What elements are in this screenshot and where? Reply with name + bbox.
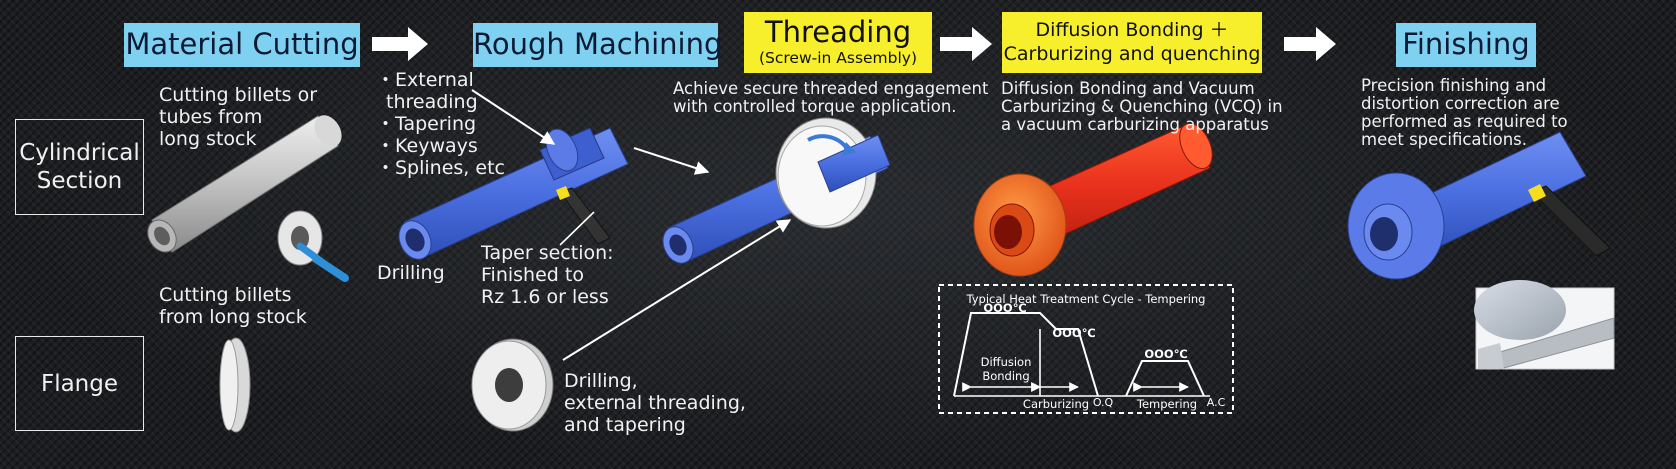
finished-part-image [1347, 131, 1611, 280]
note-drilling: Drilling [377, 262, 445, 284]
note-line: Drilling, [564, 370, 638, 392]
header-threading: Threading (Screw-in Assembly) [744, 12, 932, 73]
note-line: Carburizing & Quenching (VCQ) in [1001, 97, 1283, 116]
row-label-cylindrical-line2: Section [36, 168, 123, 194]
note-line: and tapering [564, 414, 686, 436]
flange-billet-image [219, 337, 251, 433]
note-finishing-description: Precision finishing and distortion corre… [1361, 77, 1568, 149]
carburizing-label: Carburizing [1023, 397, 1089, 411]
header-finishing: Finishing [1396, 23, 1536, 67]
note-line: distortion correction are [1361, 94, 1560, 113]
steel-tube-image [147, 115, 342, 253]
note-line: a vacuum carburizing apparatus [1001, 115, 1269, 134]
header-diffusion-line1: Diffusion Bonding ＋ [1035, 19, 1229, 41]
tempering-label: Tempering [1136, 397, 1197, 411]
flow-arrow-1 [372, 27, 428, 61]
header-material-cutting: Material Cutting [124, 23, 360, 67]
note-line: tubes from [159, 106, 263, 128]
row-label-cylindrical-section: Cylindrical Section [15, 119, 144, 215]
temp-label-1: OOO℃ [983, 301, 1026, 315]
header-threading-subtitle: (Screw-in Assembly) [758, 49, 918, 67]
heat-cycle-chart: Typical Heat Treatment Cycle - Tempering… [938, 284, 1234, 414]
temp-label-2: OOO℃ [1052, 326, 1095, 340]
note-line: Finished to [481, 264, 584, 286]
arrow-flange-to-threading [562, 219, 792, 361]
leader-line-external-threading [471, 89, 556, 145]
threading-assembly-image [662, 117, 891, 264]
oq-label: O.Q [1093, 396, 1114, 409]
temp-label-3: OOO℃ [1144, 347, 1187, 361]
ac-label: A.C [1207, 396, 1226, 409]
note-line: Cutting billets [159, 284, 292, 306]
note-threading-description: Achieve secure threaded engagement with … [673, 80, 988, 116]
header-threading-title: Threading [764, 15, 912, 49]
note-line: Cutting billets or [159, 84, 318, 106]
note-line: with controlled torque application. [673, 97, 957, 116]
flow-arrow-2 [940, 27, 992, 61]
diffusion-label: Diffusion [981, 355, 1032, 369]
flange-washer-image [471, 338, 554, 432]
note-cutting-flange: Cutting billets from long stock [159, 284, 307, 328]
arrow-shaft-to-threading [633, 147, 710, 175]
note-line: meet specifications. [1361, 130, 1527, 149]
note-line: from long stock [159, 306, 307, 328]
heat-cycle-title: Typical Heat Treatment Cycle - Tempering [966, 292, 1206, 306]
leader-line-taper [559, 211, 595, 246]
list-item: ・Tapering [376, 113, 477, 135]
note-line: Achieve secure threaded engagement [673, 79, 989, 98]
list-item: ・Keyways [376, 135, 478, 157]
note-line: Taper section: [481, 242, 614, 264]
flow-arrow-3 [1284, 27, 1336, 61]
list-item: ・Splines, etc [376, 157, 505, 179]
note-cutting-cylindrical: Cutting billets or tubes from long stock [159, 84, 317, 150]
note-line: Precision finishing and [1361, 76, 1547, 95]
rough-shaft-image [398, 127, 629, 260]
row-label-cylindrical-line1: Cylindrical [19, 140, 140, 166]
header-diffusion-line2: Carburizing and quenching [1003, 43, 1261, 65]
carburized-part-image [973, 122, 1213, 277]
note-line: Diffusion Bonding and Vacuum [1001, 79, 1255, 98]
note-line: Rz 1.6 or less [481, 286, 609, 308]
row-label-flange: Flange [15, 336, 144, 431]
note-diffusion-description: Diffusion Bonding and Vacuum Carburizing… [1001, 80, 1283, 134]
note-rough-operations-list: ・External threading ・Tapering ・Keyways ・… [376, 69, 505, 179]
bonding-label: Bonding [982, 369, 1029, 383]
note-line: long stock [159, 128, 257, 150]
note-taper-section: Taper section: Finished to Rz 1.6 or les… [481, 242, 614, 308]
header-rough-machining: Rough Machining [473, 23, 722, 67]
grinding-photo [1474, 280, 1615, 370]
ring-drill-image [277, 210, 349, 282]
note-line: external threading, [564, 392, 746, 414]
note-line: performed as required to [1361, 112, 1568, 131]
note-flange-operations: Drilling, external threading, and taperi… [564, 370, 746, 436]
list-item: threading [386, 91, 478, 113]
list-item: ・External [376, 69, 474, 91]
header-diffusion-bonding: Diffusion Bonding ＋ Carburizing and quen… [1002, 12, 1262, 73]
